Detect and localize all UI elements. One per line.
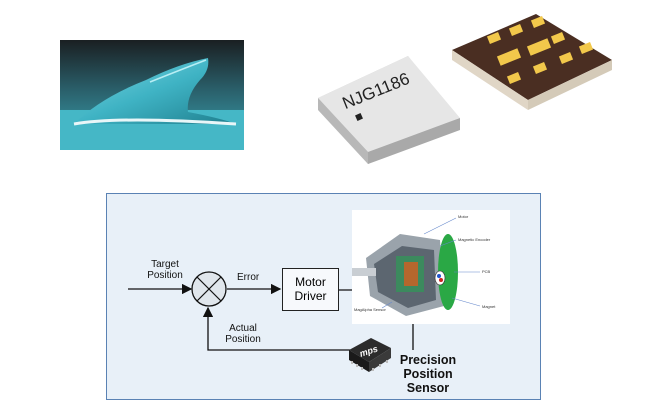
sensor-label-line1: Precision [399,353,457,367]
sensor-chip-icon: mps [349,338,391,372]
sensor-label-line3: Sensor [406,381,450,395]
sensor-label-line2: Position [403,367,453,381]
callout-encoder: Magnetic Encoder [458,237,491,242]
motor-cutaway-icon [352,210,510,324]
callout-motor: Motor [458,214,469,219]
shark-fin-antenna-icon [60,40,244,150]
error-label: Error [237,272,260,283]
feedback-arrow [202,306,350,351]
qfn-chip-photo: NJG1186 [312,14,612,174]
precision-position-sensor-label: Precision Position Sensor [392,353,464,395]
motor-driver-line2: Driver [294,289,327,303]
callout-pcb: PCB [482,269,491,274]
qfn-chip-icon: NJG1186 [318,14,612,164]
callout-sensor: MagAlpha Sensor [354,307,386,312]
callout-magnet: Magnet [482,304,496,309]
motor-driver-line1: Motor [295,275,326,289]
target-label-line2: Position [147,270,183,281]
actual-label-line1: Actual [229,323,257,334]
actual-position-label: Actual Position [223,323,263,345]
motor-driver-block: Motor Driver [282,268,339,311]
position-sensor-chip: mps [347,334,393,381]
shark-fin-antenna-photo [60,40,244,150]
target-label-line1: Target [151,259,179,270]
motor-cutaway-photo: Motor Magnetic Encoder PCB MagAlpha Sens… [352,210,510,324]
actual-label-line2: Position [225,334,261,345]
summing-junction [191,271,227,307]
target-position-label: Target Position [146,259,184,281]
